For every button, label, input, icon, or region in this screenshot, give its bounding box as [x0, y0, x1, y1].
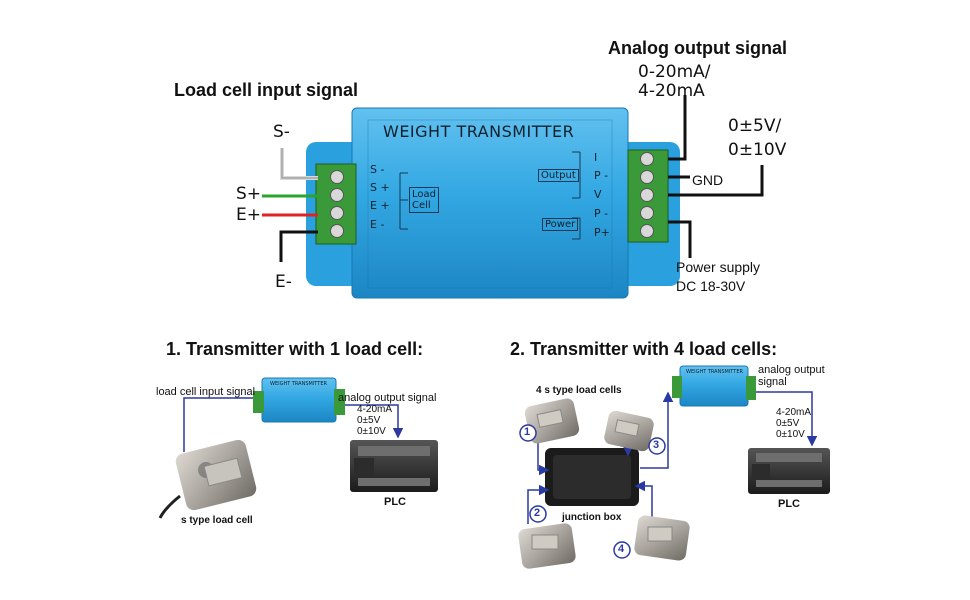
load-cell-box-line1: Load: [412, 189, 436, 200]
example1-plc-label: PLC: [384, 496, 406, 508]
terminal-e-minus: E -: [370, 218, 385, 231]
load-cell-1: [524, 398, 580, 444]
power-supply-label: Power supply DC 18-30V: [676, 258, 760, 296]
wire-label-s-minus: S-: [273, 122, 290, 142]
terminal-p-plus: P+: [594, 226, 610, 239]
device-title: WEIGHT TRANSMITTER: [383, 122, 575, 141]
load-cell-input-title: Load cell input signal: [174, 80, 359, 100]
load-cell-box-line2: Cell: [412, 200, 431, 211]
weight-transmitter-device: [306, 107, 680, 299]
s-type-load-cell: [158, 439, 257, 519]
terminal-s-plus: S +: [370, 181, 390, 194]
input-wires: [262, 148, 318, 262]
example1-output-values: 4-20mA 0±5V 0±10V: [357, 404, 392, 437]
load-cell-2: [518, 523, 576, 569]
marker-circle-3: [648, 437, 666, 455]
example2-value-1: 4-20mA: [776, 407, 812, 418]
junction-box: [545, 448, 639, 506]
junction-box-label: junction box: [562, 512, 622, 523]
output-wires: [668, 95, 764, 258]
power-supply-line1: Power supply: [676, 259, 761, 275]
marker-2: 2: [534, 507, 541, 519]
analog-voltage-label: 0±5V/ 0±10V: [728, 114, 786, 162]
output-box-label: Output: [538, 169, 579, 182]
example1-loadcell-label: s type load cell: [181, 515, 253, 526]
analog-voltage-line1: 0±5V/: [728, 116, 782, 136]
example1-value-3: 0±10V: [357, 426, 386, 437]
marker-1: 1: [524, 426, 531, 438]
power-box-label: Power: [542, 218, 579, 231]
example2-value-3: 0±10V: [776, 429, 805, 440]
example2-output-line1: analog output: [758, 364, 825, 376]
example2-output-values: 4-20mA 0±5V 0±10V: [776, 407, 811, 440]
analog-voltage-line2: 0±10V: [728, 140, 787, 160]
example1-value-2: 0±5V: [357, 415, 381, 426]
marker-4: 4: [618, 543, 625, 555]
example1-value-1: 4-20mA: [357, 404, 393, 415]
terminal-v: V: [594, 188, 602, 201]
terminal-i: I: [594, 151, 598, 164]
example2-cells-label: 4 s type load cells: [536, 385, 622, 396]
terminal-p-minus-1: P -: [594, 169, 609, 182]
example2-output-label: analog output signal: [758, 364, 825, 388]
example2-graphics: [518, 365, 830, 569]
output-terminal-block: [627, 149, 669, 243]
input-terminal-block: [315, 163, 357, 245]
plc-2: [748, 448, 830, 494]
wire-label-s-plus: S+: [236, 184, 262, 204]
example2-output-line2: signal: [758, 376, 787, 388]
example2-mini-device-title: WEIGHT TRANSMITTER: [686, 369, 743, 375]
example2-title: 2. Transmitter with 4 load cells:: [510, 339, 778, 359]
load-cell-4: [634, 515, 690, 561]
example1-output-label: analog output signal: [338, 392, 437, 404]
marker-circle-1: [519, 424, 537, 442]
plc-1: [350, 440, 438, 492]
example1-graphics: [158, 377, 438, 519]
power-supply-line2: DC 18-30V: [676, 278, 746, 294]
marker-circle-4: [613, 541, 631, 559]
example1-mini-device-title: WEIGHT TRANSMITTER: [270, 381, 327, 387]
terminal-e-plus: E +: [370, 199, 390, 212]
wire-label-e-minus: E-: [275, 272, 292, 292]
analog-current-label: 0-20mA/ 4-20mA: [638, 63, 711, 101]
example1-input-label: load cell input signal: [156, 386, 256, 398]
marker-3: 3: [653, 439, 660, 451]
marker-circle-2: [529, 505, 547, 523]
example2-value-2: 0±5V: [776, 418, 800, 429]
terminal-s-minus: S -: [370, 163, 385, 176]
wire-label-e-plus: E+: [236, 205, 261, 225]
example2-plc-label: PLC: [778, 498, 800, 510]
analog-current-line1: 0-20mA/: [638, 62, 711, 82]
analog-output-title: Analog output signal: [608, 38, 787, 58]
terminal-p-minus-2: P -: [594, 207, 609, 220]
gnd-label: GND: [692, 172, 724, 188]
load-cell-3: [604, 410, 654, 452]
analog-current-line2: 4-20mA: [638, 81, 705, 101]
example1-title: 1. Transmitter with 1 load cell:: [166, 339, 424, 359]
load-cell-box-label: Load Cell: [409, 187, 439, 213]
